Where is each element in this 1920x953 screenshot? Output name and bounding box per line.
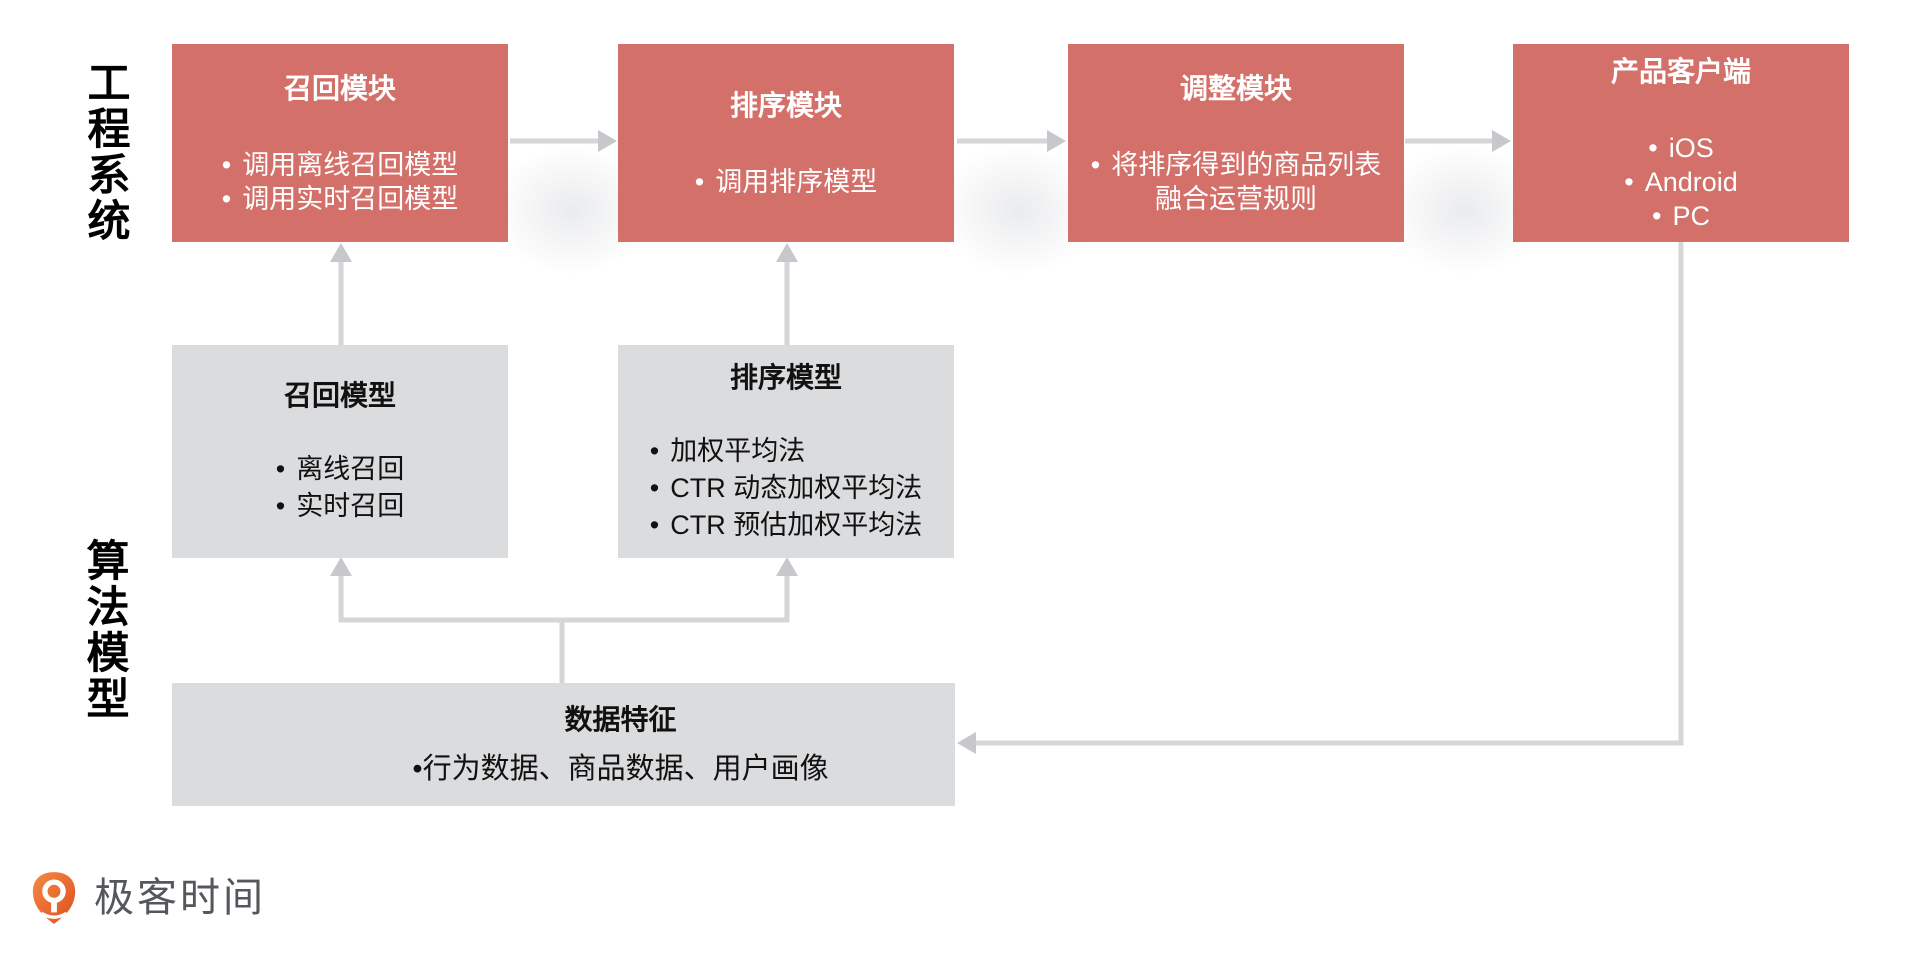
bullet-item: •加权平均法	[650, 433, 922, 470]
geektime-logo-text: 极客时间	[94, 876, 266, 920]
bullet-item: •离线召回	[276, 451, 404, 488]
bullet-item: •调用排序模型	[694, 166, 878, 197]
box-data-features: 数据特征 •行为数据、商品数据、用户画像	[172, 683, 955, 806]
arrowhead-right-icon	[598, 130, 617, 152]
bullet-icon: •	[275, 454, 286, 484]
bullet-item: •将排序得到的商品列表融合运营规则	[1090, 149, 1382, 214]
bullet-item: •CTR 动态加权平均法	[650, 470, 922, 507]
model-bullets: •加权平均法 •CTR 动态加权平均法 •CTR 预估加权平均法	[650, 433, 922, 544]
box-recall-model: 召回模型 •离线召回 •实时召回	[172, 345, 508, 558]
bullet-icon: •	[221, 183, 232, 214]
bullet-icon: •	[649, 509, 660, 540]
arrowhead-up-icon	[330, 557, 352, 576]
geektime-logo-icon	[32, 872, 76, 924]
arrowhead-up-icon	[776, 243, 798, 262]
bullet-item: •调用实时召回模型	[221, 183, 459, 214]
model-title: 排序模型	[729, 361, 842, 393]
label-algorithm-model: 算法模型	[80, 538, 128, 722]
bullet-item: •CTR 预估加权平均法	[650, 507, 922, 544]
module-bullets: •调用离线召回模型 •调用实时召回模型	[222, 148, 458, 216]
module-bullets: •iOS •Android •PC	[1624, 131, 1738, 233]
line-data-branch	[338, 575, 790, 623]
box-ranking-module: 排序模块 •调用排序模型	[618, 44, 954, 242]
bullet-item: •PC	[1652, 200, 1710, 231]
bullet-icon: •	[275, 491, 286, 521]
module-bullets: •调用排序模型	[695, 165, 877, 199]
arrowhead-right-icon	[1492, 130, 1511, 152]
line-client-to-data	[974, 242, 1684, 746]
arrowhead-right-icon	[1047, 130, 1066, 152]
bullet-icon: •	[649, 435, 660, 466]
box-ranking-model: 排序模型 •加权平均法 •CTR 动态加权平均法 •CTR 预估加权平均法	[618, 345, 954, 558]
bullet-icon: •	[1648, 132, 1658, 163]
module-title: 产品客户端	[1610, 55, 1751, 87]
data-features-title: 数据特征	[564, 704, 677, 735]
bullet-icon: •	[649, 472, 660, 503]
module-bullets: •将排序得到的商品列表融合运营规则	[1090, 148, 1382, 216]
geektime-logo: 极客时间	[30, 870, 266, 926]
data-features-bullet: •行为数据、商品数据、用户画像	[412, 753, 829, 785]
model-title: 召回模型	[283, 380, 396, 411]
module-title: 召回模块	[283, 72, 396, 104]
arrowhead-up-icon	[776, 557, 798, 576]
bullet-item: •调用离线召回模型	[221, 149, 459, 180]
bullet-icon: •	[1090, 149, 1101, 180]
module-title: 调整模块	[1179, 72, 1292, 104]
bullet-item: •iOS	[1648, 132, 1714, 163]
arrowhead-up-icon	[330, 243, 352, 262]
bullet-icon: •	[221, 149, 232, 180]
bullet-icon: •	[1624, 166, 1634, 197]
box-recall-module: 召回模块 •调用离线召回模型 •调用实时召回模型	[172, 44, 508, 242]
bullet-icon: •	[694, 166, 705, 197]
bullet-item: •实时召回	[276, 488, 404, 525]
bullet-item: •Android	[1624, 166, 1738, 197]
module-title: 排序模块	[729, 89, 842, 121]
bullet-icon: •	[1652, 200, 1662, 231]
box-adjust-module: 调整模块 •将排序得到的商品列表融合运营规则	[1068, 44, 1404, 242]
box-product-client: 产品客户端 •iOS •Android •PC	[1513, 44, 1849, 242]
arrowhead-left-icon	[957, 732, 976, 754]
label-engineering-system: 工程系统	[81, 60, 129, 244]
model-bullets: •离线召回 •实时召回	[276, 451, 404, 525]
